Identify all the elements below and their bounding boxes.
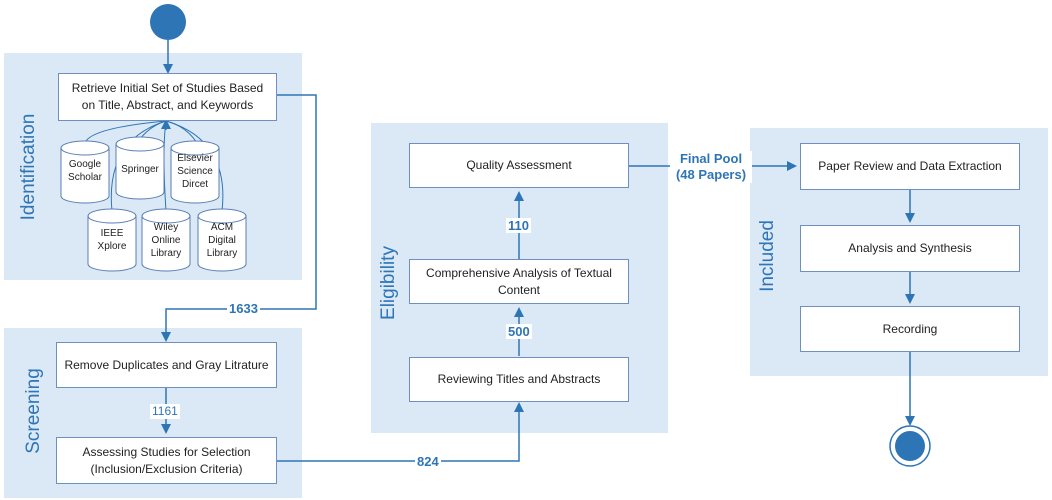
ieee-xplore-db-icon: IEEE Xplore <box>87 208 137 272</box>
analysis-synthesis-box: Analysis and Synthesis <box>800 225 1020 272</box>
ieee-xplore-label: IEEE Xplore <box>97 228 127 252</box>
count-824: 824 <box>415 454 441 469</box>
elsevier-label: Elsevier Science Dircet <box>177 153 213 190</box>
count-500: 500 <box>506 324 532 339</box>
recording-box: Recording <box>800 306 1020 352</box>
start-node <box>150 4 186 40</box>
retrieve-studies-box: Retrieve Initial Set of Studies Based on… <box>58 73 277 121</box>
wiley-label: Wiley Online Library <box>150 222 182 259</box>
paper-review-box: Paper Review and Data Extraction <box>800 143 1020 190</box>
springer-db-icon: Springer <box>115 136 165 200</box>
acm-label: ACM Digital Library <box>206 222 238 259</box>
assessing-studies-box: Assessing Studies for Selection (Inclusi… <box>56 437 277 484</box>
remove-duplicates-box: Remove Duplicates and Gray Litrature <box>56 342 277 388</box>
count-1633: 1633 <box>227 301 260 316</box>
elsevier-db-icon: Elsevier Science Dircet <box>170 140 220 204</box>
comprehensive-analysis-box: Comprehensive Analysis of Textual Conten… <box>409 259 629 304</box>
acm-db-icon: ACM Digital Library <box>197 208 247 272</box>
quality-assessment-box: Quality Assessment <box>409 143 629 188</box>
google-scholar-label: Google Scholar <box>68 159 102 183</box>
final-pool-count: (48 Papers) <box>675 167 747 182</box>
final-pool-label: Final Pool (48 Papers) <box>670 151 752 183</box>
count-110: 110 <box>506 218 531 233</box>
end-node <box>895 431 925 461</box>
final-pool-title: Final Pool <box>679 151 743 166</box>
springer-label: Springer <box>121 164 159 175</box>
wiley-db-icon: Wiley Online Library <box>141 208 191 272</box>
google-scholar-db-icon: Google Scholar <box>60 140 110 204</box>
count-1161: 1161 <box>150 404 180 419</box>
reviewing-titles-box: Reviewing Titles and Abstracts <box>409 357 629 402</box>
